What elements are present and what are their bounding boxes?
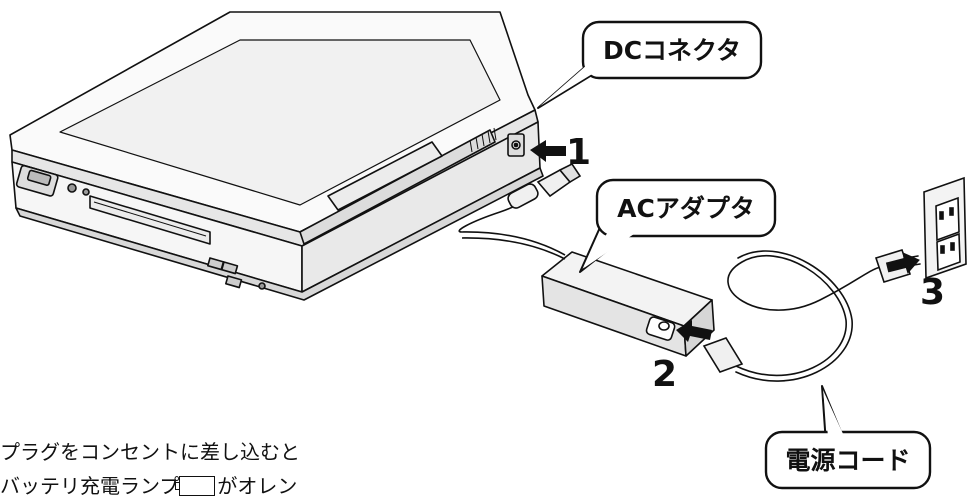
dc-cable: [458, 162, 582, 260]
caption-line-2-before: バッテリ充電ランプ: [0, 474, 180, 498]
dc-connector-callout: DCコネクタ: [537, 20, 763, 109]
step-1-number: 1: [566, 132, 591, 173]
caption-line-2-after: がオレン: [217, 474, 298, 498]
caption-line-1: プラグをコンセントに差し込むと: [0, 440, 300, 464]
laptop-illustration: [9, 11, 544, 301]
caption-line-2: バッテリ充電ランプ がオレン: [0, 472, 297, 500]
power-cord-label: 電源コード: [785, 446, 910, 475]
wall-outlet-illustration: [923, 176, 967, 280]
step-2-number: 2: [652, 354, 677, 395]
battery-lamp-icon: [175, 476, 216, 496]
power-cord-illustration: [702, 249, 921, 382]
ac-adapter-label: ACアダプタ: [617, 194, 755, 223]
dc-connector-label: DCコネクタ: [603, 36, 741, 65]
power-cord-callout: 電源コード: [764, 385, 932, 490]
ac-adapter-callout: ACアダプタ: [579, 178, 777, 273]
step-arrows: [530, 140, 920, 342]
step-3-number: 3: [920, 272, 945, 313]
